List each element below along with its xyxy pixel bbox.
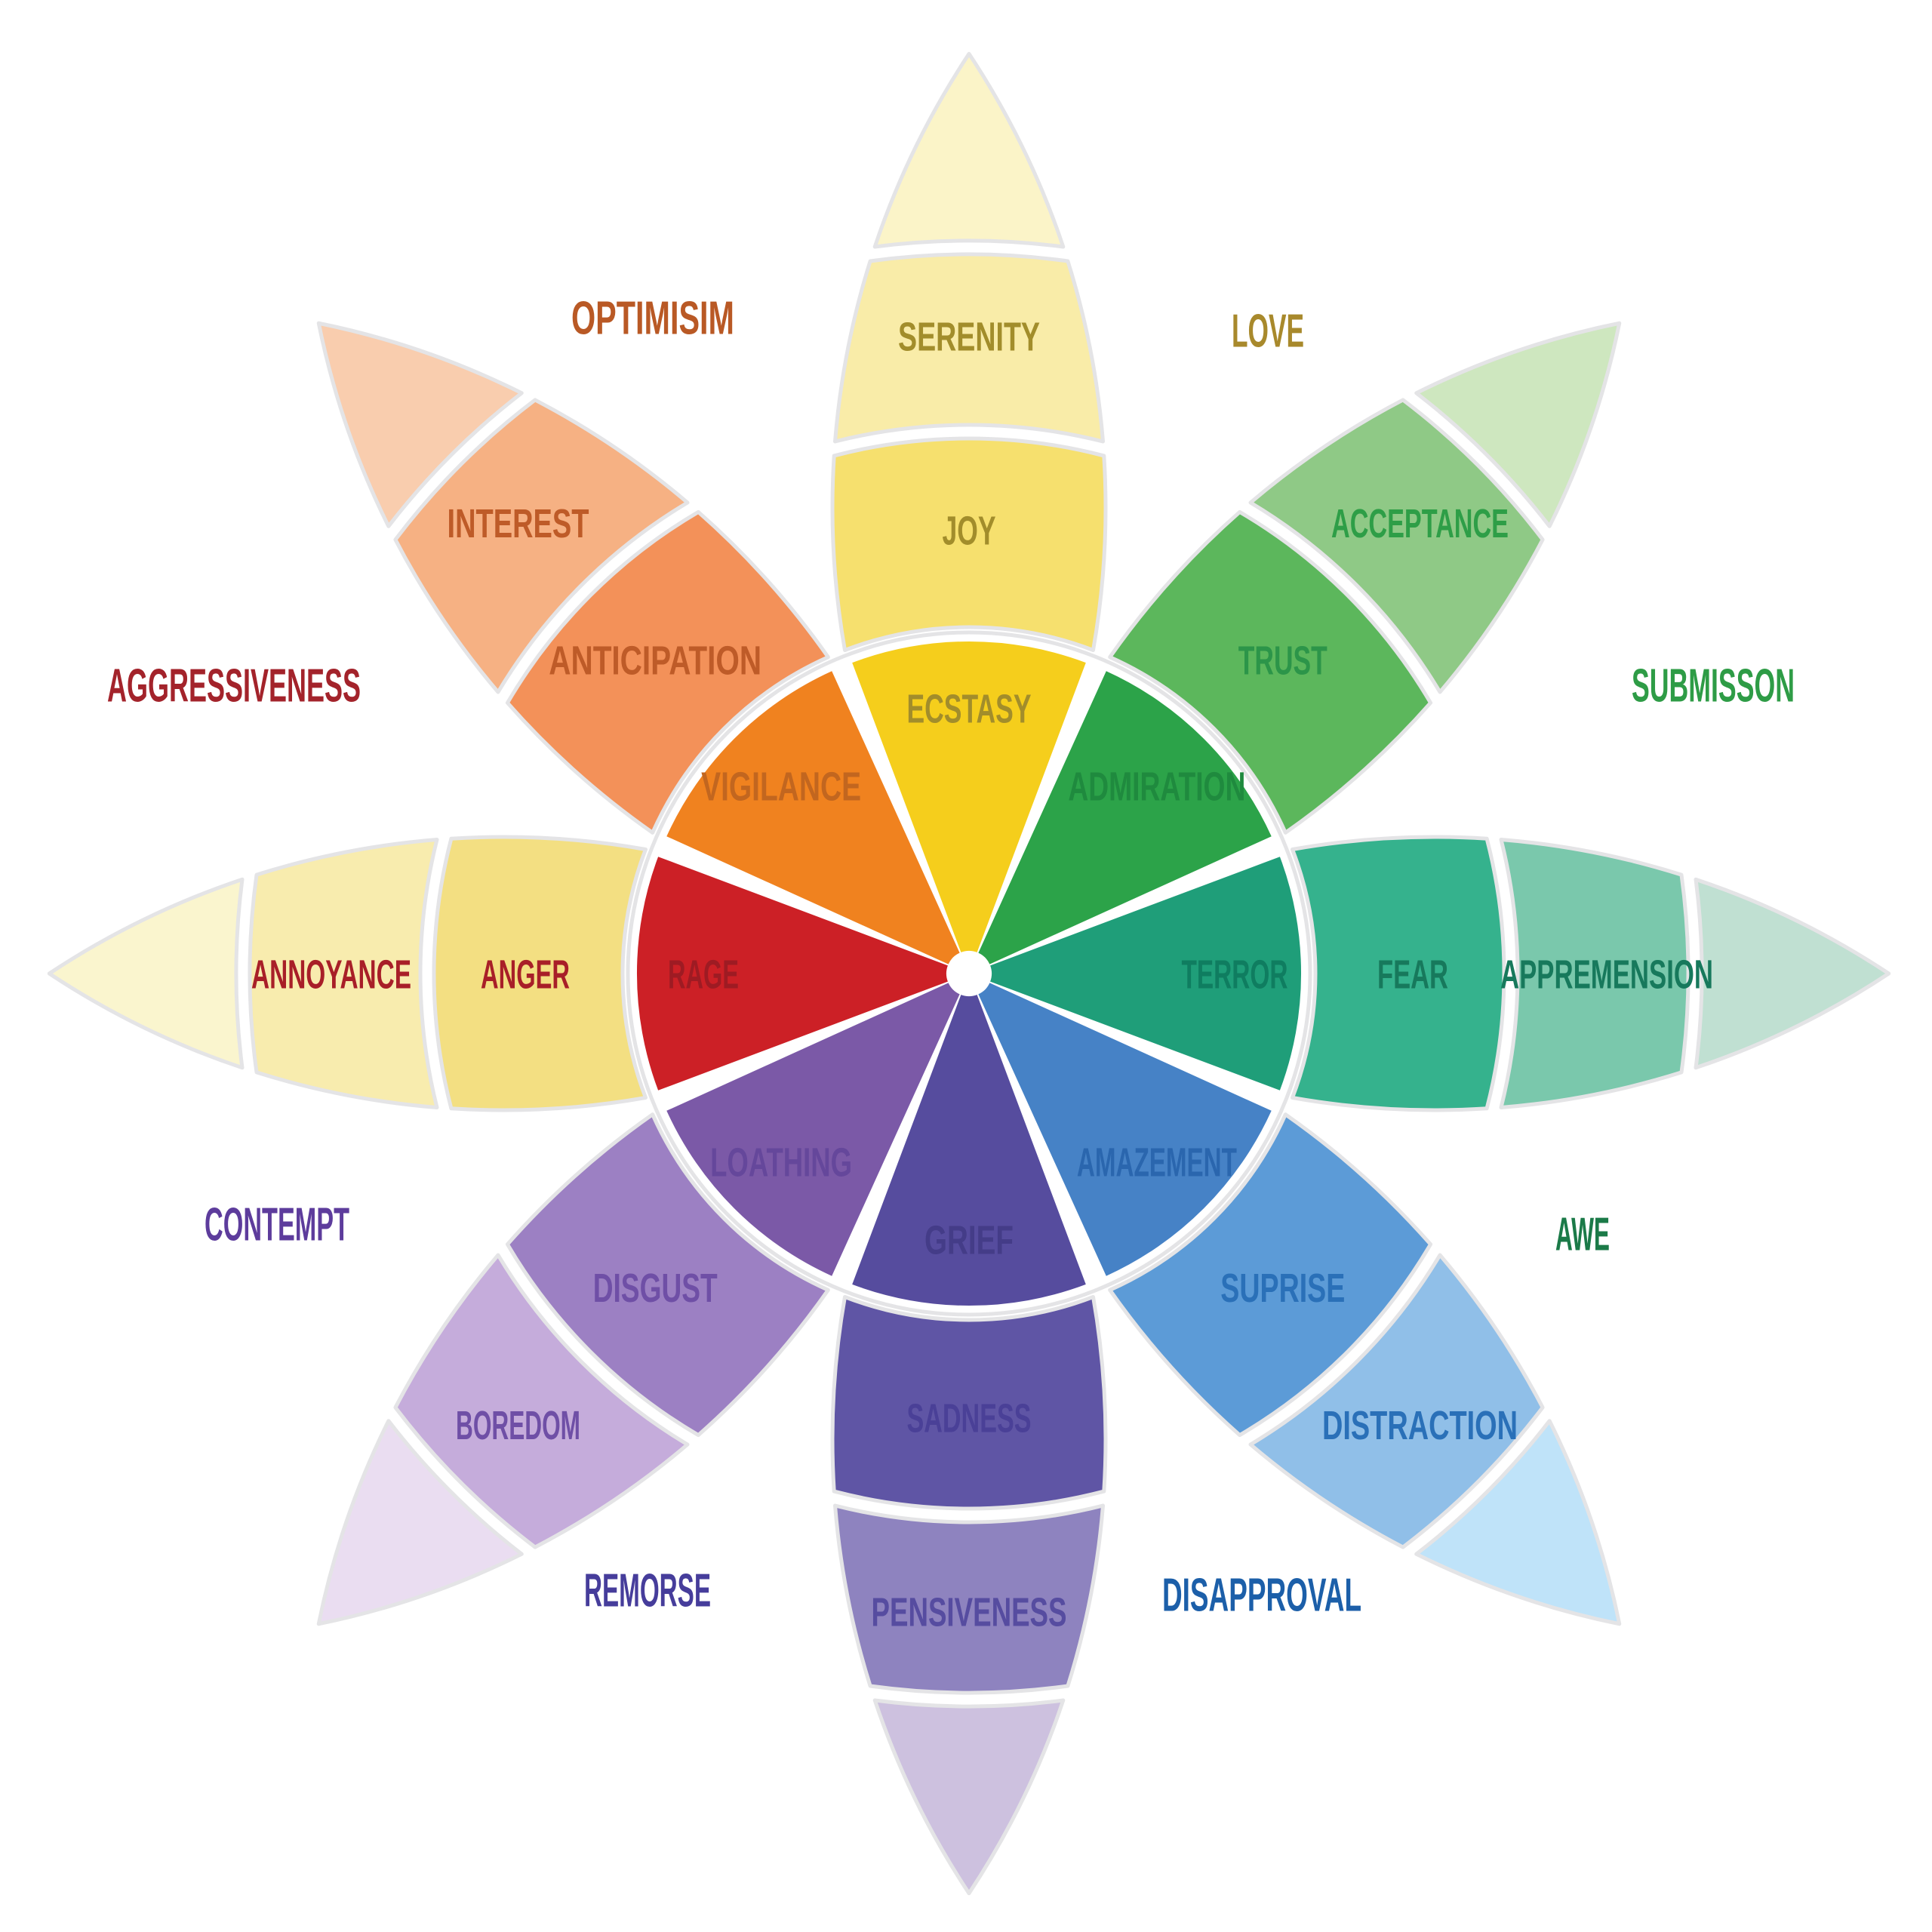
label-joy-mid: JOY: [943, 508, 996, 553]
petal-surprise-outer-segment: [1248, 1253, 1545, 1549]
label-trust-core: ADMIRATION: [1068, 764, 1245, 810]
petal-anticipation: [316, 321, 830, 835]
petal-sadness-tip-segment: [872, 1698, 1066, 1896]
sector-surprise-core: [978, 983, 1272, 1276]
petal-sadness: [830, 1295, 1108, 1896]
sector-trust-core: [978, 671, 1272, 964]
dyad-label-awe: AWE: [1555, 1208, 1610, 1260]
petal-anticipation-tip-segment: [316, 321, 524, 528]
petal-joy-tip-segment: [872, 51, 1066, 249]
label-fear-mid: FEAR: [1377, 952, 1448, 997]
petal-fear: [1291, 835, 1891, 1112]
petal-trust: [1108, 321, 1622, 835]
petal-disgust-tip-segment: [316, 1419, 524, 1626]
petal-surprise-mid-segment: [1108, 1112, 1433, 1438]
label-surprise-outer: DISTRACTION: [1322, 1403, 1518, 1448]
petal-surprise-tip-segment: [1414, 1419, 1622, 1626]
petal-trust-tip-segment: [1414, 321, 1622, 528]
petal-fear-mid-segment: [1291, 835, 1506, 1112]
petal-surprise: [1108, 1112, 1622, 1626]
dyad-label-disapproval: DISAPPROVAL: [1162, 1569, 1361, 1621]
label-trust-outer: ACCEPTANCE: [1331, 501, 1509, 546]
label-fear-outer: APPREMENSION: [1500, 952, 1713, 997]
label-sadness-core: GRIEF: [924, 1217, 1014, 1263]
petal-disgust-outer-segment: [393, 1253, 690, 1549]
petal-anticipation-outer-segment: [393, 398, 690, 694]
petal-sadness-mid-segment: [830, 1295, 1108, 1511]
petal-joy: [830, 51, 1108, 652]
dyad-label-love: LOVE: [1232, 305, 1304, 357]
dyad-label-contempt: CONTEMPT: [205, 1198, 349, 1251]
petal-anger-tip-segment: [47, 877, 245, 1070]
label-disgust-mid: DISGUST: [593, 1266, 718, 1311]
label-disgust-core: LOATHING: [710, 1140, 852, 1185]
petal-anticipation-mid-segment: [505, 509, 830, 835]
sector-joy-core: [852, 641, 1086, 952]
petal-fear-tip-segment: [1694, 877, 1891, 1070]
label-anger-outer: ANNOYANCE: [251, 952, 411, 997]
sector-fear-core: [990, 857, 1301, 1091]
label-disgust-outer: BOREDOM: [456, 1403, 580, 1448]
petal-sadness-outer-segment: [833, 1503, 1105, 1695]
wheel-sector-fear: [990, 857, 1301, 1091]
label-sadness-mid: SADNESS: [907, 1395, 1032, 1441]
petal-joy-mid-segment: [830, 436, 1108, 652]
petal-fear-outer-segment: [1499, 838, 1690, 1109]
wheel-sector-surprise: [978, 983, 1272, 1276]
sector-disgust-core: [666, 983, 960, 1276]
label-anticipation-mid: ANTICIPATION: [549, 638, 761, 684]
dyad-label-submission: SUBMISSON: [1632, 660, 1795, 712]
label-fear-core: TERROR: [1182, 952, 1288, 997]
petal-anger-outer-segment: [248, 838, 439, 1109]
dyad-label-remorse: REMORSE: [584, 1564, 711, 1617]
wheel-sector-sadness: [852, 995, 1086, 1306]
petal-disgust: [316, 1112, 830, 1626]
label-anger-mid: ANGER: [481, 952, 570, 997]
sector-sadness-core: [852, 995, 1086, 1306]
petal-joy-outer-segment: [833, 252, 1105, 444]
petal-anger: [47, 835, 648, 1112]
sector-anger-core: [637, 857, 948, 1091]
wheel-sector-joy: [852, 641, 1086, 952]
label-surprise-mid: SUPRISE: [1220, 1266, 1345, 1311]
dyad-label-aggressiveness: AGGRESSIVENESS: [107, 660, 361, 712]
label-trust-mid: TRUST: [1238, 638, 1327, 684]
wheel-sector-trust: [978, 671, 1272, 964]
dyad-label-optimism: OPTIMISIM: [571, 292, 734, 344]
wheel-sector-anticipation: [666, 671, 960, 964]
label-joy-outer: SERENITY: [898, 314, 1040, 359]
label-anticipation-core: VIGILANCE: [701, 764, 861, 810]
petal-disgust-mid-segment: [505, 1112, 830, 1438]
petal-trust-outer-segment: [1248, 398, 1545, 694]
label-anticipation-outer: INTEREST: [448, 501, 589, 546]
label-surprise-core: AMAZEMENT: [1077, 1140, 1237, 1185]
petal-anger-mid-segment: [432, 835, 648, 1112]
petal-trust-mid-segment: [1108, 509, 1433, 835]
wheel-sector-anger: [637, 857, 948, 1091]
label-joy-core: ECSTASY: [907, 686, 1032, 731]
sector-anticipation-core: [666, 671, 960, 964]
wheel-sector-disgust: [666, 983, 960, 1276]
label-sadness-outer: PENSIVENESS: [872, 1589, 1067, 1635]
label-anger-core: RAGE: [668, 952, 739, 997]
